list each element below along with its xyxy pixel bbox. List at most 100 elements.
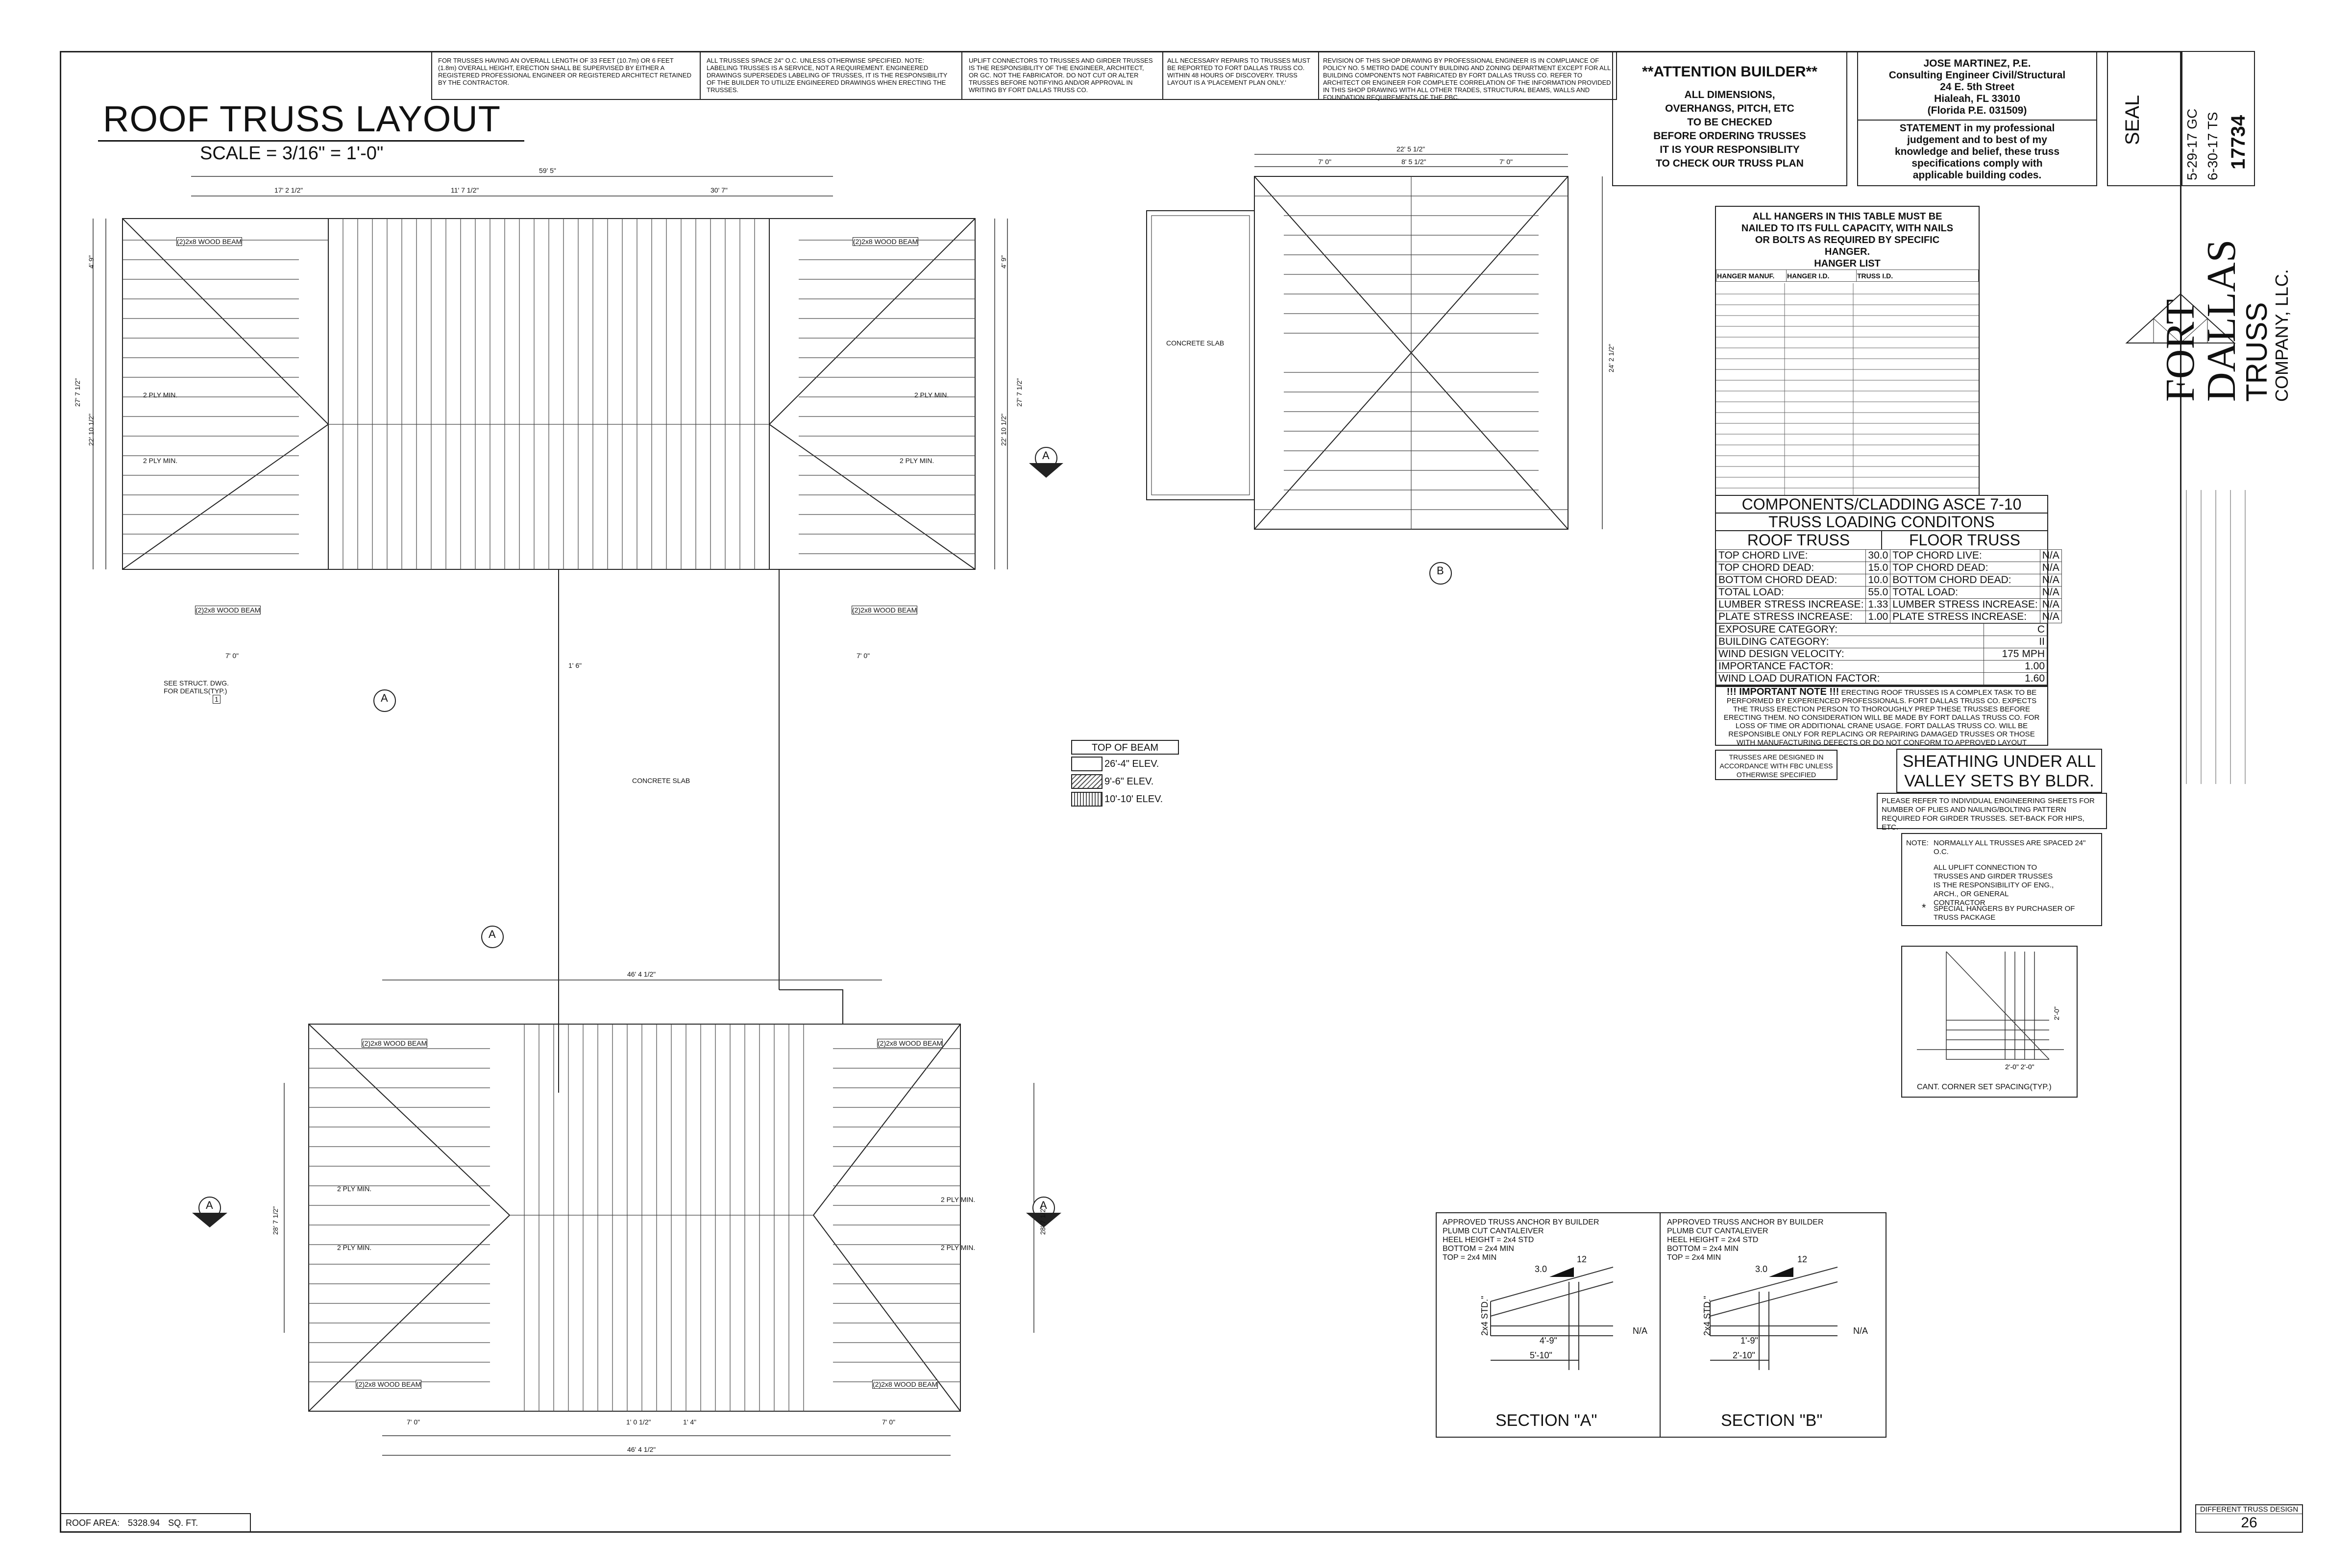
section-marker-b[interactable]: B: [1437, 564, 1444, 577]
loading-conditions: COMPONENTS/CLADDING ASCE 7-10 TRUSS LOAD…: [1715, 495, 2062, 687]
ply-label: 2 PLY MIN.: [900, 457, 934, 465]
section-marker-a[interactable]: A: [1040, 1199, 1047, 1211]
dim-right-small: 4' 9": [1000, 255, 1007, 269]
roof-area-value: 5328.94: [128, 1518, 160, 1528]
title-block-lines: [2181, 490, 2255, 784]
attention-builder-box: **ATTENTION BUILDER** ALL DIMENSIONS, OV…: [1612, 51, 1847, 186]
beam-label: (2)2x8 WOOD BEAM: [362, 1039, 428, 1048]
attention-line: IT IS YOUR RESPONSIBLITY: [1660, 144, 1800, 155]
engineer-line: (Florida P.E. 031509): [1927, 105, 2027, 116]
section-b-d1: 1'-9": [1740, 1336, 1758, 1346]
section-details: APPROVED TRUSS ANCHOR BY BUILDER PLUMB C…: [1436, 1212, 1886, 1438]
section-markers: [192, 447, 1452, 1227]
corner-spacing-diagram: 2'-0" 2'-0" 2'-0": [1917, 951, 2064, 1071]
title-initials-2: TS: [2205, 112, 2220, 130]
section-a-d2: 5'-10": [1530, 1350, 1552, 1360]
truss-logo-icon: [2125, 293, 2236, 343]
company-logo: [2107, 196, 2254, 402]
statement-line: judgement and to best of my: [1907, 134, 2047, 146]
legend-swatch-vert: [1071, 792, 1102, 807]
sheathing-note: SHEATHING UNDER ALL VALLEY SETS BY BLDR.: [1896, 749, 2102, 793]
job-number: 17734: [2228, 115, 2249, 170]
hanger-note: OR BOLTS AS REQUIRED BY SPECIFIC: [1755, 235, 1940, 245]
wide-row: WIND DESIGN VELOCITY:175 MPH: [1716, 648, 2047, 661]
drawing-scale: SCALE = 3/16" = 1'-0": [200, 143, 384, 164]
beam-label: (2)2x8 WOOD BEAM: [356, 1380, 422, 1389]
section-a-d1: 4'-9": [1540, 1336, 1557, 1346]
top-notes-strip: FOR TRUSSES HAVING AN OVERALL LENGTH OF …: [431, 51, 1617, 101]
col-truss-id: TRUSS I.D.: [1856, 270, 1979, 282]
ply-label: 2 PLY MIN.: [143, 391, 178, 399]
corner-caption: CANT. CORNER SET SPACING(TYP.): [1917, 1083, 2052, 1091]
note-spacing-24: NORMALLY ALL TRUSSES ARE SPACED 24" O.C.: [1934, 839, 2086, 856]
dim-top-b: 11' 7 1/2": [451, 186, 479, 194]
page-title: ROOF TRUSS LAYOUT: [103, 98, 501, 139]
dim-top-a: 17' 2 1/2": [274, 186, 303, 194]
important-title: !!! IMPORTANT NOTE !!!: [1726, 686, 1839, 697]
dim-r-c: 7' 0": [1499, 158, 1513, 166]
dim-left-inner: 22' 10 1/2": [87, 413, 95, 446]
hanger-table: ALL HANGERS IN THIS TABLE MUST BE NAILED…: [1715, 206, 1980, 549]
company-line1: FORT DALLAS: [2157, 239, 2244, 402]
statement-line: STATEMENT in my professional: [1899, 122, 2055, 134]
roof-area-label: ROOF AREA:: [66, 1518, 120, 1528]
concrete-slab-label: CONCRETE SLAB: [632, 777, 690, 784]
section-b-d2: 2'-10": [1733, 1350, 1755, 1360]
engineer-line: JOSE MARTINEZ, P.E.: [1923, 58, 2031, 69]
statement-line: applicable building codes.: [1912, 170, 2042, 181]
dim-top-c: 30' 7": [710, 186, 728, 194]
statement-line: specifications comply with: [1911, 158, 2043, 169]
attention-line: ALL DIMENSIONS,: [1684, 89, 1775, 100]
engineer-box: JOSE MARTINEZ, P.E. Consulting Engineer …: [1857, 51, 2097, 186]
section-b-pitch: 3.0: [1755, 1264, 1768, 1274]
legend-item: 10'-10' ELEV.: [1104, 793, 1163, 805]
dim-bot-side-right: 28' 7 1/2": [1039, 1206, 1047, 1235]
engineer-line: Consulting Engineer Civil/Structural: [1888, 70, 2066, 81]
legend-item: 26'-4" ELEV.: [1104, 758, 1159, 769]
section-b-diagram: [1710, 1267, 1838, 1370]
section-marker-a[interactable]: A: [489, 928, 496, 940]
section-marker-a[interactable]: A: [381, 692, 388, 704]
truss-plan-drawing: [93, 154, 1603, 1456]
corner-dim-v: 2'-0": [2053, 1006, 2060, 1020]
dim-right-total: 27' 7 1/2": [1015, 378, 1023, 407]
section-b-run: 12: [1797, 1254, 1808, 1264]
ply-label: 2 PLY MIN.: [143, 457, 178, 465]
corner-detail: 2'-0" 2'-0" 2'-0" CANT. CORNER SET SPACI…: [1901, 946, 2078, 1098]
section-a-na: N/A: [1633, 1326, 1648, 1336]
note-spacing: ALL TRUSSES SPACE 24" O.C. UNLESS OTHERW…: [707, 57, 948, 94]
note-special-hangers: SPECIAL HANGERS BY PURCHASER OF TRUSS PA…: [1934, 905, 2075, 922]
section-a-title: SECTION "A": [1495, 1411, 1597, 1430]
beam-label: (2)2x8 WOOD BEAM: [176, 237, 243, 246]
dim-bot-mid2: 1' 4": [683, 1418, 697, 1426]
sheet-title: DIFFERENT TRUSS DESIGN: [2196, 1505, 2302, 1514]
company-line2: TRUSS: [2240, 302, 2273, 402]
dim-bot-side-left: 28' 7 1/2": [271, 1206, 279, 1235]
attention-line: BEFORE ORDERING TRUSSES: [1653, 130, 1806, 142]
lower-main-roof: [308, 1024, 961, 1412]
roof-area-box: ROOF AREA: 5328.94 SQ. FT.: [60, 1513, 251, 1533]
company-line3: COMPANY, LLC.: [2272, 269, 2292, 402]
beam-label: (2)2x8 WOOD BEAM: [872, 1380, 938, 1389]
ply-label: 2 PLY MIN.: [337, 1244, 372, 1251]
fbc-note: TRUSSES ARE DESIGNED IN ACCORDANCE WITH …: [1715, 750, 1838, 780]
legend-swatch-hatch: [1071, 774, 1102, 789]
section-marker-a[interactable]: A: [206, 1199, 213, 1211]
section-marker-a[interactable]: A: [1042, 449, 1050, 462]
col-hanger-manuf: HANGER MANUF.: [1716, 270, 1787, 282]
see-struct-note: SEE STRUCT. DWG. FOR DEATILS(TYP.) 1: [164, 679, 229, 704]
wide-row: IMPORTANCE FACTOR:1.00: [1716, 660, 2047, 673]
dim-bot-mid1: 1' 0 1/2": [626, 1418, 651, 1426]
section-a-pitch: 3.0: [1535, 1264, 1547, 1274]
ply-label: 2 PLY MIN.: [337, 1185, 372, 1193]
important-note: !!! IMPORTANT NOTE !!! ERECTING ROOF TRU…: [1715, 685, 2048, 747]
dim-bot-l: 7' 0": [407, 1418, 420, 1426]
wide-row: WIND LOAD DURATION FACTOR:1.60: [1716, 672, 2047, 685]
date-block: 5-29-17 GC 6-30-17 TS 17734: [2181, 51, 2255, 186]
dim-bot-r: 7' 0": [882, 1418, 896, 1426]
